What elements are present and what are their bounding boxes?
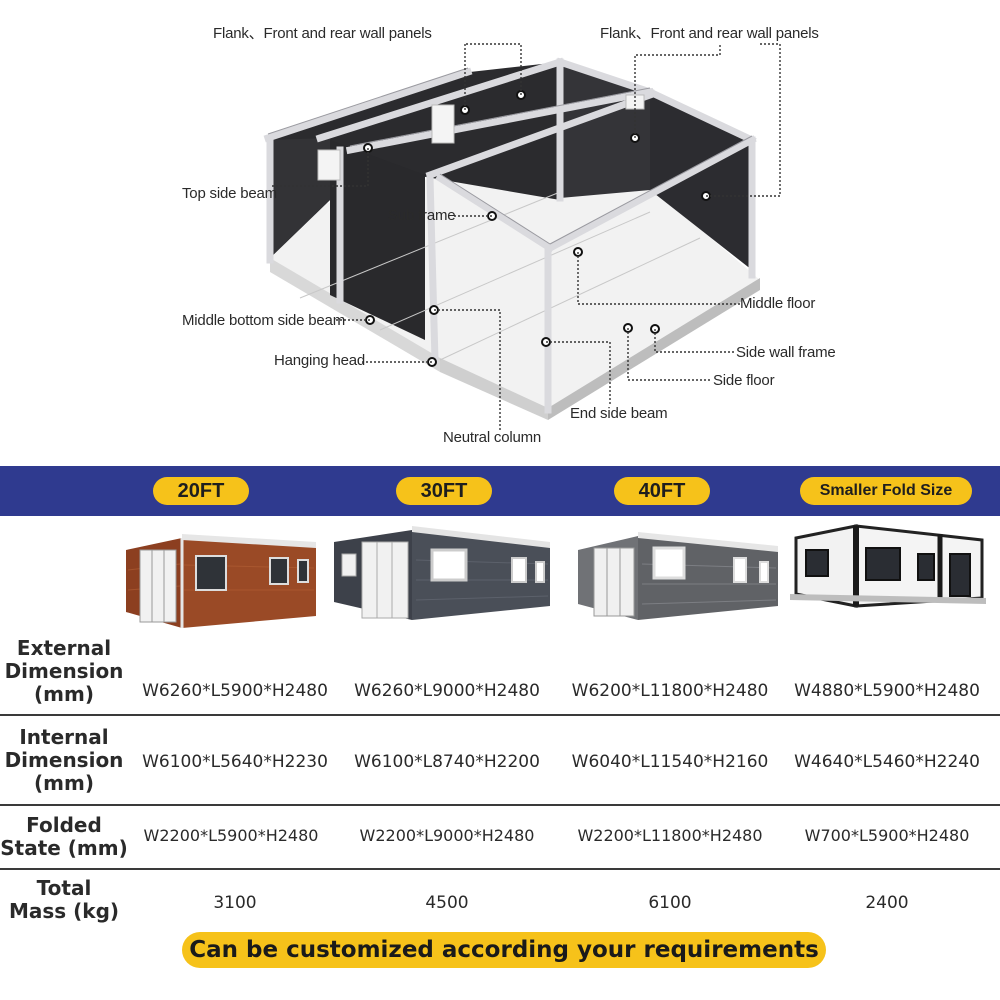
cell-external-smaller-fold: W4880*L5900*H2480 bbox=[794, 681, 980, 701]
label-flank-wall-panels-right: Flank、Front and rear wall panels bbox=[600, 25, 819, 42]
column-header-30ft: 30FT bbox=[396, 477, 492, 505]
row-label-line: External bbox=[16, 636, 112, 660]
row-label-external-dimension: External Dimension (mm) bbox=[0, 637, 128, 706]
row-label-internal-dimension: Internal Dimension (mm) bbox=[0, 726, 128, 795]
label-flank-wall-panels-left: Flank、Front and rear wall panels bbox=[213, 25, 432, 42]
cell-internal-40ft: W6040*L11540*H2160 bbox=[571, 752, 769, 772]
label-hanging-head: Hanging head bbox=[274, 352, 366, 369]
product-image-smaller-fold-size bbox=[790, 524, 986, 608]
cell-folded-20ft: W2200*L5900*H2480 bbox=[143, 826, 319, 845]
cell-mass-40ft: 6100 bbox=[648, 893, 692, 913]
label-sub-frame: Sub frame bbox=[388, 207, 456, 224]
row-divider bbox=[0, 714, 1000, 716]
label-side-floor: Side floor bbox=[713, 372, 775, 389]
column-header-smaller-fold-size: Smaller Fold Size bbox=[800, 477, 972, 505]
row-label-folded-state: Folded State (mm) bbox=[0, 814, 128, 860]
label-neutral-column: Neutral column bbox=[443, 429, 542, 446]
label-middle-bottom-side-beam: Middle bottom side beam bbox=[182, 312, 345, 329]
cell-internal-smaller-fold: W4640*L5460*H2240 bbox=[794, 752, 980, 772]
cell-mass-smaller-fold: 2400 bbox=[865, 893, 909, 913]
cell-folded-30ft: W2200*L9000*H2480 bbox=[359, 826, 535, 845]
label-top-side-beam: Top side beam bbox=[182, 185, 277, 202]
row-label-line: Mass (kg) bbox=[8, 899, 120, 923]
cell-external-40ft: W6200*L11800*H2480 bbox=[571, 681, 769, 701]
row-label-line: Total bbox=[36, 876, 92, 900]
label-side-wall-frame: Side wall frame bbox=[736, 344, 836, 361]
house-frame-illustration bbox=[263, 43, 781, 430]
cell-internal-30ft: W6100*L8740*H2200 bbox=[354, 752, 540, 772]
product-image-20ft bbox=[126, 534, 316, 628]
cell-internal-20ft: W6100*L5640*H2230 bbox=[142, 752, 328, 772]
row-label-line: (mm) bbox=[34, 682, 94, 706]
label-middle-floor: Middle floor bbox=[740, 295, 816, 312]
customization-banner: Can be customized according your require… bbox=[182, 932, 826, 968]
row-label-line: State (mm) bbox=[0, 836, 128, 860]
row-label-line: Dimension bbox=[4, 659, 124, 683]
product-image-40ft bbox=[578, 532, 778, 620]
column-header-40ft: 40FT bbox=[614, 477, 710, 505]
row-label-line: Internal bbox=[19, 725, 109, 749]
label-end-side-beam: End side beam bbox=[570, 405, 668, 422]
row-label-line: Dimension bbox=[4, 748, 124, 772]
row-label-line: (mm) bbox=[34, 771, 94, 795]
row-divider bbox=[0, 804, 1000, 806]
row-label-line: Folded bbox=[26, 813, 102, 837]
column-header-20ft: 20FT bbox=[153, 477, 249, 505]
row-label-total-mass: Total Mass (kg) bbox=[0, 877, 128, 923]
cell-mass-30ft: 4500 bbox=[425, 893, 469, 913]
row-divider bbox=[0, 868, 1000, 870]
cell-folded-smaller-fold: W700*L5900*H2480 bbox=[804, 826, 970, 845]
cell-external-20ft: W6260*L5900*H2480 bbox=[142, 681, 328, 701]
cell-external-30ft: W6260*L9000*H2480 bbox=[354, 681, 540, 701]
cell-mass-20ft: 3100 bbox=[213, 893, 257, 913]
cell-folded-40ft: W2200*L11800*H2480 bbox=[577, 826, 763, 845]
container-structure-diagram: Flank、Front and rear wall panels Flank、F… bbox=[0, 0, 1000, 460]
product-image-30ft bbox=[334, 526, 550, 620]
